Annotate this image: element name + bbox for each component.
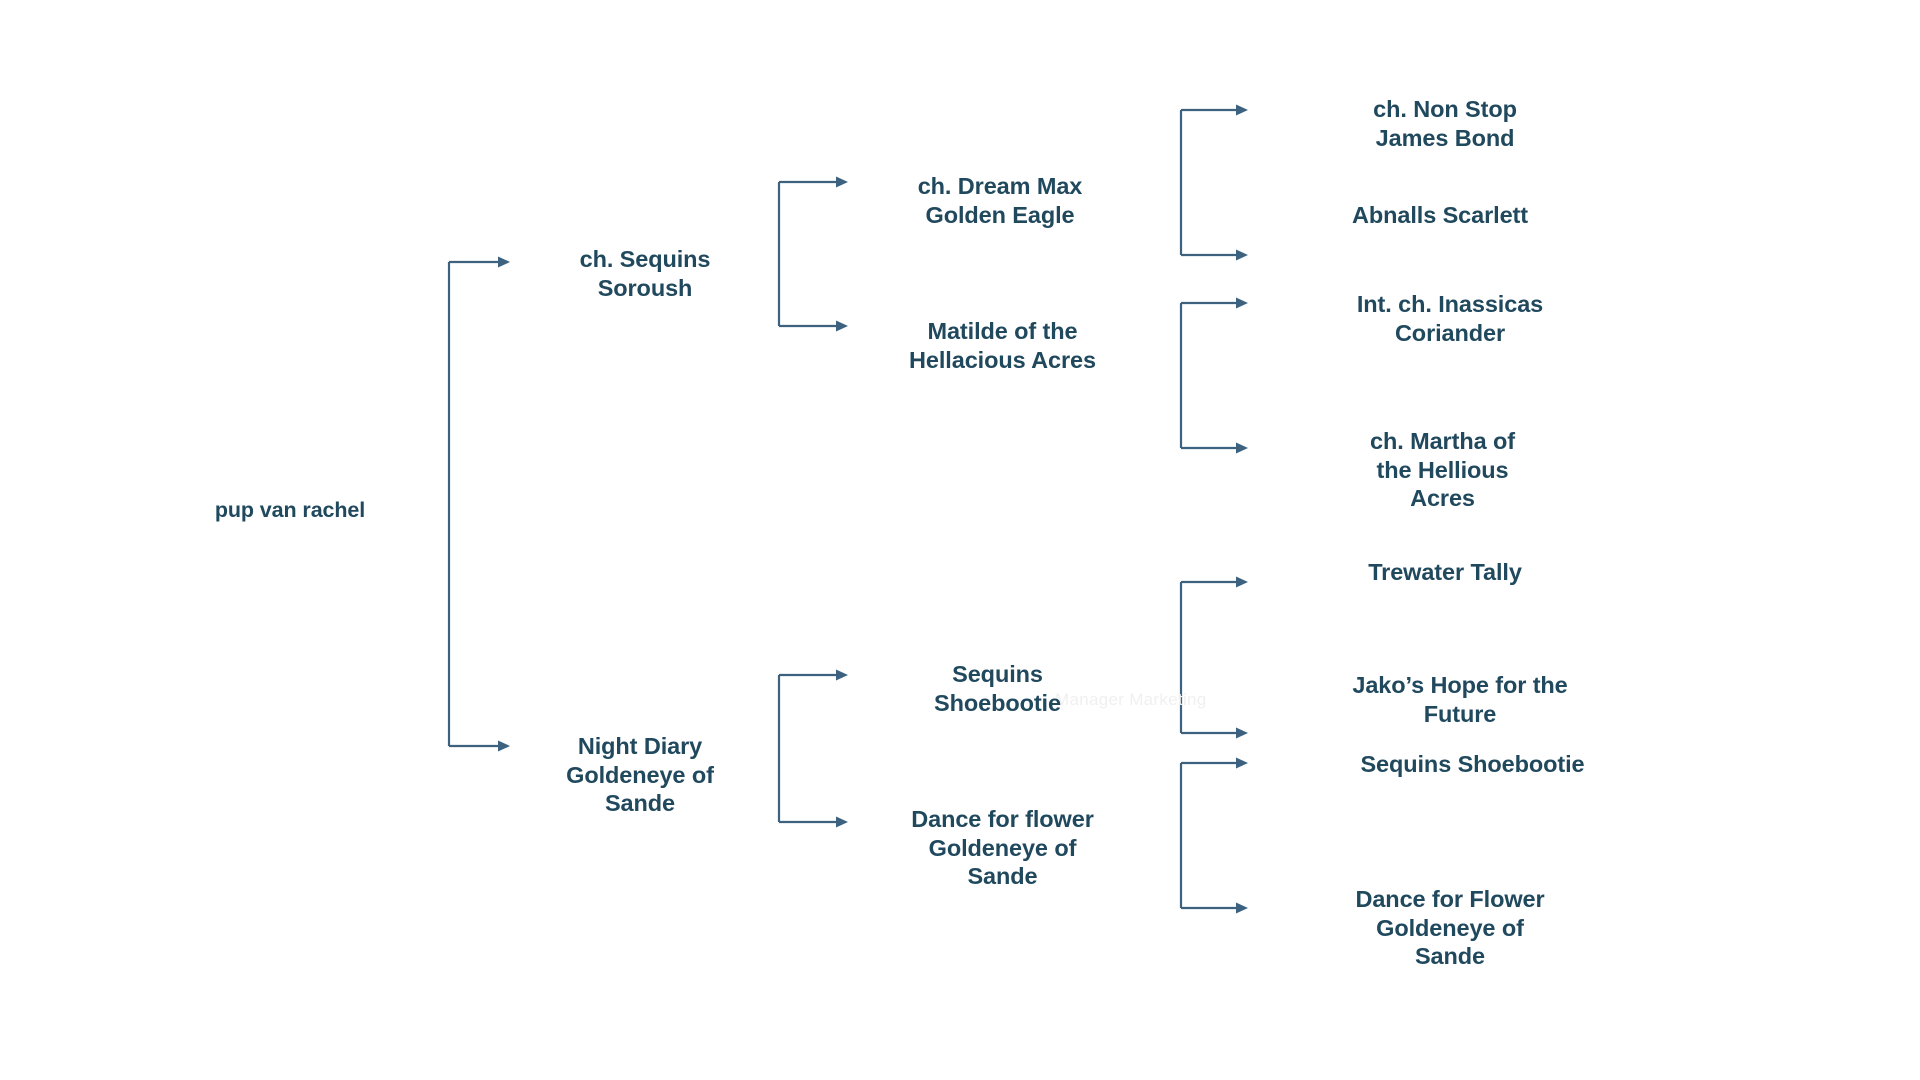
connector-gen2d-to-gen3 xyxy=(1179,757,1258,914)
node-gen3-4: Trewater Tally xyxy=(1368,559,1522,585)
connector-gen1a-to-gen2 xyxy=(777,176,858,332)
connector-root-to-gen1 xyxy=(447,256,518,752)
watermark-text: Manager Marketing xyxy=(1055,690,1207,709)
node-gen3-6: Sequins Shoebootie xyxy=(1360,751,1585,777)
connector-gen1b-to-gen2 xyxy=(777,669,858,828)
node-root: pup van rachel xyxy=(214,498,366,522)
connector-gen2b-to-gen3 xyxy=(1179,297,1258,454)
connector-gen2c-to-gen3 xyxy=(1179,576,1258,739)
node-gen3-1: Abnalls Scarlett xyxy=(1351,202,1528,228)
connector-gen2a-to-gen3 xyxy=(1179,104,1258,261)
